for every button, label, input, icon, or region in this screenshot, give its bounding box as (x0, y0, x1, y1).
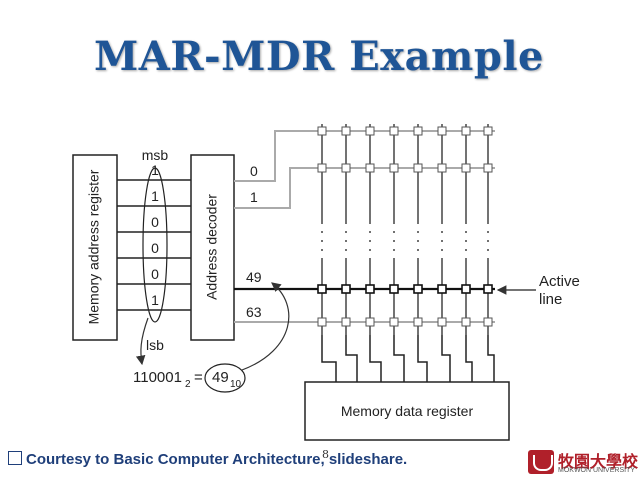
continuation-dots (321, 231, 489, 251)
bit-value: 0 (151, 214, 159, 230)
bit-value: 1 (151, 188, 159, 204)
active-line-label: Active (539, 273, 580, 290)
word-lines (234, 130, 495, 323)
university-logo: 牧園大學校 MOKWON UNIVERSITY (528, 448, 638, 478)
decimal-value: 49 (212, 369, 229, 386)
bit-lines (117, 179, 191, 311)
slide-title: MAR-MDR Example (94, 33, 544, 80)
line-label-49: 49 (246, 269, 262, 285)
active-line-label-2: line (539, 291, 562, 308)
bit-value: 0 (151, 266, 159, 282)
bit-value: 1 (151, 292, 159, 308)
memory-address-register (72, 154, 118, 341)
line-label-0: 0 (250, 163, 258, 179)
page-number: 8 (322, 448, 329, 461)
decoder-label: Address decoder (204, 194, 220, 300)
decimal-ellipse (204, 363, 246, 393)
bits-ellipse (142, 167, 168, 323)
mdr-connections (321, 335, 495, 382)
memory-bit-lines (321, 124, 489, 335)
logo-cjk-text: 牧園大學校 (558, 454, 638, 471)
lsb-arrow (135, 317, 149, 366)
footer-text: Courtesy to Basic Computer Architecture,… (26, 451, 408, 468)
binary-value: 110001 (133, 369, 182, 386)
bit-values: 1 1 0 0 0 1 (151, 162, 159, 308)
bullet-box-icon (8, 451, 22, 465)
bit-value: 1 (151, 162, 159, 178)
address-decoder (190, 154, 235, 341)
logo-latin-text: MOKWON UNIVERSITY (558, 467, 636, 474)
equals-sign: = (194, 369, 203, 386)
binary-conversion: 110001 2 = 49 10 (133, 369, 242, 390)
decimal-base: 10 (230, 379, 242, 390)
active-memory-cells (317, 284, 493, 294)
binary-base: 2 (185, 379, 191, 390)
memory-cells (317, 126, 493, 327)
memory-data-register (304, 381, 510, 441)
line-label-1: 1 (250, 189, 258, 205)
decimal-to-line-arrow (241, 282, 290, 371)
line-label-63: 63 (246, 304, 262, 320)
mdr-label: Memory data register (341, 403, 474, 419)
mar-label: Memory address register (86, 169, 102, 324)
university-emblem-icon (528, 450, 554, 474)
lsb-label: lsb (146, 337, 164, 353)
bit-value: 0 (151, 240, 159, 256)
msb-label: msb (142, 147, 169, 163)
footer-note: Courtesy to Basic Computer Architecture,… (8, 451, 407, 468)
